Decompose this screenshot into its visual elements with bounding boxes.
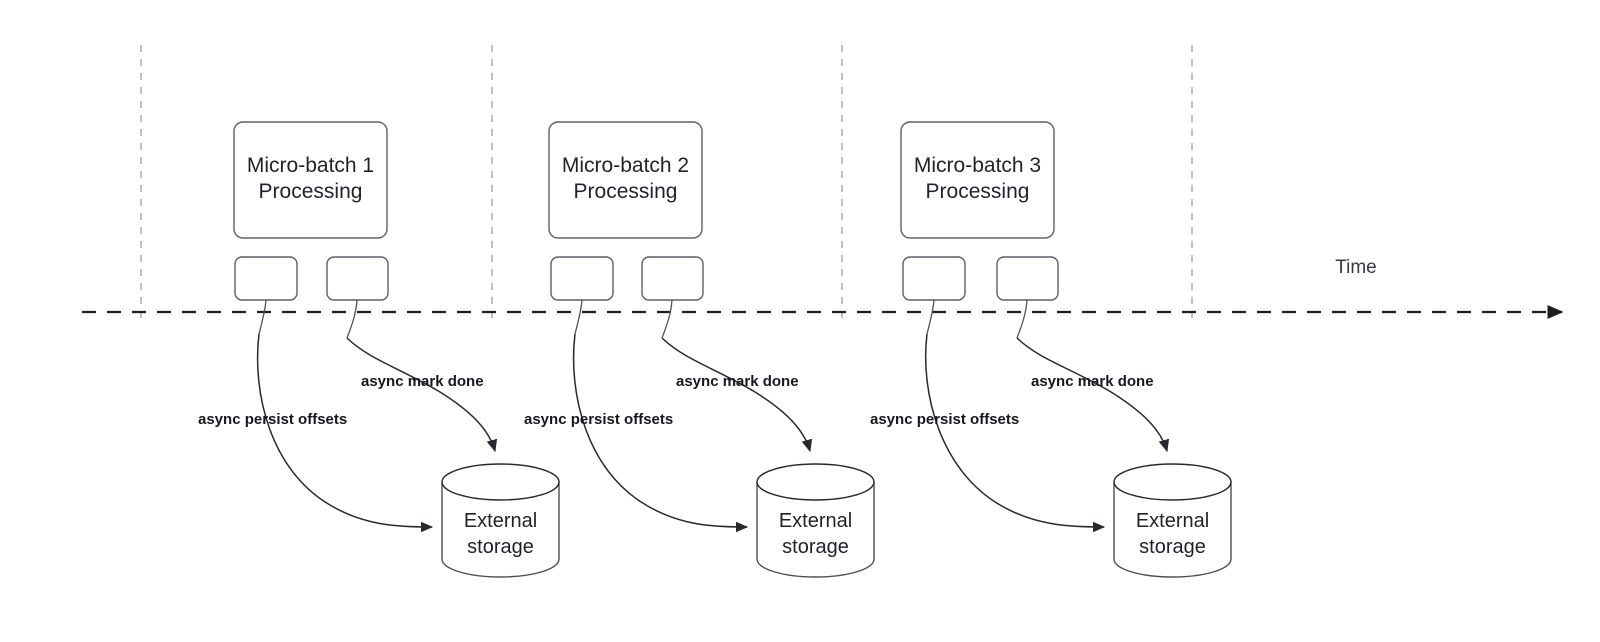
- group-1-micro-batch: Micro-batch 1 Processing async persist o…: [198, 121, 560, 578]
- micro-batch-3-label-line2: Processing: [926, 180, 1030, 203]
- micro-batch-3-task-box-right[interactable]: [996, 256, 1059, 301]
- micro-batch-3-box[interactable]: [900, 121, 1055, 239]
- micro-batch-1-box[interactable]: [233, 121, 388, 239]
- external-storage-3-top: [1113, 463, 1232, 501]
- external-storage-1[interactable]: External storage: [441, 463, 560, 578]
- micro-batch-2-persist-stem: [574, 299, 583, 335]
- micro-batch-3-task-box-left[interactable]: [902, 256, 966, 301]
- micro-batch-1-persist-stem: [258, 299, 267, 335]
- external-storage-1-label-line1: External: [464, 510, 537, 532]
- micro-batch-3-markdone-label: async mark done: [1031, 373, 1154, 390]
- micro-batch-2-box[interactable]: [548, 121, 703, 239]
- external-storage-3-label-line1: External: [1136, 510, 1209, 532]
- micro-batch-2-task-box-left[interactable]: [550, 256, 614, 301]
- external-storage-2-top: [756, 463, 875, 501]
- micro-batch-1-persist-arrow: [256, 333, 434, 533]
- micro-batch-3-persist-arrow: [924, 333, 1106, 533]
- time-axis-label: Time: [1335, 257, 1377, 278]
- micro-batch-1-persist-label: async persist offsets: [198, 411, 347, 428]
- micro-batch-3-markdone-stem: [1016, 299, 1028, 339]
- micro-batch-3-label-line1: Micro-batch 3: [914, 154, 1041, 177]
- external-storage-3-body: [1113, 481, 1232, 578]
- micro-batch-2-markdone-label: async mark done: [676, 373, 799, 390]
- group-2-micro-batch: Micro-batch 2 Processing async persist o…: [524, 121, 875, 578]
- micro-batch-2-markdone-arrow: [661, 337, 813, 453]
- external-storage-1-top: [441, 463, 560, 501]
- external-storage-2[interactable]: External storage: [756, 463, 875, 578]
- external-storage-1-label-line2: storage: [467, 536, 534, 558]
- external-storage-2-label-line2: storage: [782, 536, 849, 558]
- micro-batch-1-task-box-right[interactable]: [326, 256, 389, 301]
- micro-batch-3-persist-label: async persist offsets: [870, 411, 1019, 428]
- micro-batch-1-markdone-arrow: [346, 337, 498, 453]
- micro-batch-1-markdone-label: async mark done: [361, 373, 484, 390]
- external-storage-1-body: [441, 481, 560, 578]
- micro-batch-2-persist-label: async persist offsets: [524, 411, 673, 428]
- group-3-micro-batch: Micro-batch 3 Processing async persist o…: [870, 121, 1232, 578]
- micro-batch-2-label-line2: Processing: [574, 180, 678, 203]
- micro-batch-2-task-box-right[interactable]: [641, 256, 704, 301]
- external-storage-3-label-line2: storage: [1139, 536, 1206, 558]
- timeline-tick-group: [140, 45, 1193, 325]
- micro-batch-2-persist-arrow: [572, 333, 749, 533]
- external-storage-3[interactable]: External storage: [1113, 463, 1232, 578]
- micro-batch-2-markdone-stem: [661, 299, 673, 339]
- micro-batch-2-label-line1: Micro-batch 2: [562, 154, 689, 177]
- micro-batch-1-label-line1: Micro-batch 1: [247, 154, 374, 177]
- micro-batch-3-persist-stem: [926, 299, 935, 335]
- micro-batch-1-markdone-stem: [346, 299, 358, 339]
- micro-batch-1-task-box-left[interactable]: [234, 256, 298, 301]
- micro-batch-1-label-line2: Processing: [259, 180, 363, 203]
- external-storage-2-body: [756, 481, 875, 578]
- external-storage-2-label-line1: External: [779, 510, 852, 532]
- micro-batch-3-markdone-arrow: [1016, 337, 1170, 453]
